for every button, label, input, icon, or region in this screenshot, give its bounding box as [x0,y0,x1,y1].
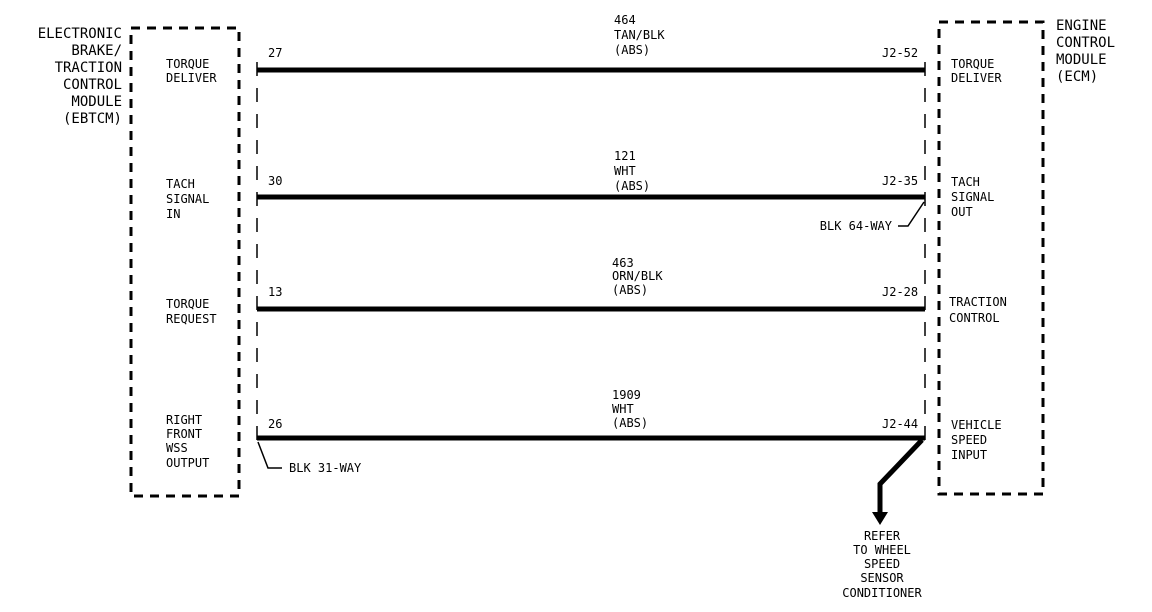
ebtcm-pin: 30 [268,174,282,188]
ebtcm-terminal-label: TACH [166,177,195,191]
ecm-title-line: ENGINE [1056,18,1107,34]
ecm-terminal-label: DELIVER [951,71,1002,85]
circuit-464: TORQUE DELIVER 27 464 TAN/BLK (ABS) J2-5… [166,13,1002,85]
ecm-pin: J2-52 [882,46,918,60]
ebtcm-connector-label: BLK 31-WAY [289,461,362,475]
ebtcm-terminal-label: OUTPUT [166,456,209,470]
reference-line: CONDITIONER [842,586,922,600]
ebtcm-terminal-label: TORQUE [166,297,209,311]
ebtcm-pin: 13 [268,285,282,299]
reference-branch [872,438,924,525]
ebtcm-terminal-label: REQUEST [166,312,217,326]
ecm-terminal-label: SIGNAL [951,190,994,204]
ecm-connector-label: BLK 64-WAY [820,219,893,233]
ebtcm-title-line: (EBTCM) [63,111,122,127]
system-label: (ABS) [612,416,648,430]
ecm-pin: J2-28 [882,285,918,299]
ecm-terminal-label: TRACTION [949,295,1007,309]
ebtcm-title-line: ELECTRONIC [38,26,122,42]
circuit-463: TORQUE REQUEST 13 463 ORN/BLK (ABS) J2-2… [166,256,1007,326]
circuit-number: 1909 [612,388,641,402]
ecm-terminal-label: VEHICLE [951,418,1002,432]
connector-leader-line [898,201,925,227]
ebtcm-connector-callout: BLK 31-WAY [257,441,362,475]
branch-wire [877,438,924,512]
ebtcm-terminal-label: FRONT [166,427,202,441]
wire-color: ORN/BLK [612,269,663,283]
ecm-terminal-label: OUT [951,205,973,219]
ebtcm-terminal-label: RIGHT [166,413,202,427]
ecm-terminal-label: CONTROL [949,311,1000,325]
reference-note: REFER TO WHEEL SPEED SENSOR CONDITIONER [842,529,922,600]
connector-leader-line [257,441,282,469]
ecm-terminal-label: SPEED [951,433,987,447]
ecm-pin: J2-44 [882,417,918,431]
reference-line: TO WHEEL [853,543,911,557]
ebtcm-pin: 26 [268,417,282,431]
system-label: (ABS) [612,283,648,297]
ebtcm-pin: 27 [268,46,282,60]
ecm-terminal-label: TACH [951,175,980,189]
ecm-connector-callout: BLK 64-WAY [820,201,925,233]
system-label: (ABS) [614,179,650,193]
ebtcm-title-line: CONTROL [63,77,122,93]
ebtcm-module-box [129,26,241,498]
circuit-121: TACH SIGNAL IN 30 121 WHT (ABS) J2-35 TA… [166,149,994,221]
wire-color: WHT [612,402,634,416]
wire-color: WHT [614,164,636,178]
ebtcm-title-line: BRAKE/ [71,43,122,59]
ecm-title-line: (ECM) [1056,69,1098,85]
circuit-number: 463 [612,256,634,270]
reference-line: SPEED [864,557,900,571]
ebtcm-title: ELECTRONIC BRAKE/ TRACTION CONTROL MODUL… [38,26,122,127]
ecm-title-line: MODULE [1056,52,1107,68]
ebtcm-terminal-label: SIGNAL [166,192,209,206]
system-label: (ABS) [614,43,650,57]
wire-color: TAN/BLK [614,28,665,42]
reference-line: REFER [864,529,901,543]
ebtcm-terminal-label: TORQUE [166,57,209,71]
reference-line: SENSOR [860,571,904,585]
circuit-1909: RIGHT FRONT WSS OUTPUT 26 1909 WHT (ABS)… [166,388,1002,470]
ebtcm-title-line: TRACTION [55,60,122,76]
ebtcm-terminal-label: WSS [166,441,188,455]
ecm-title: ENGINE CONTROL MODULE (ECM) [1056,18,1115,85]
circuit-number: 121 [614,149,636,163]
ecm-terminal-label: INPUT [951,448,987,462]
ebtcm-terminal-label: DELIVER [166,71,217,85]
ecm-terminal-label: TORQUE [951,57,994,71]
ecm-module-box [937,20,1045,496]
ebtcm-terminal-label: IN [166,207,180,221]
circuit-number: 464 [614,13,636,27]
ebtcm-title-line: MODULE [71,94,122,110]
ecm-pin: J2-35 [882,174,918,188]
arrow-down-icon [872,512,888,525]
ecm-title-line: CONTROL [1056,35,1115,51]
